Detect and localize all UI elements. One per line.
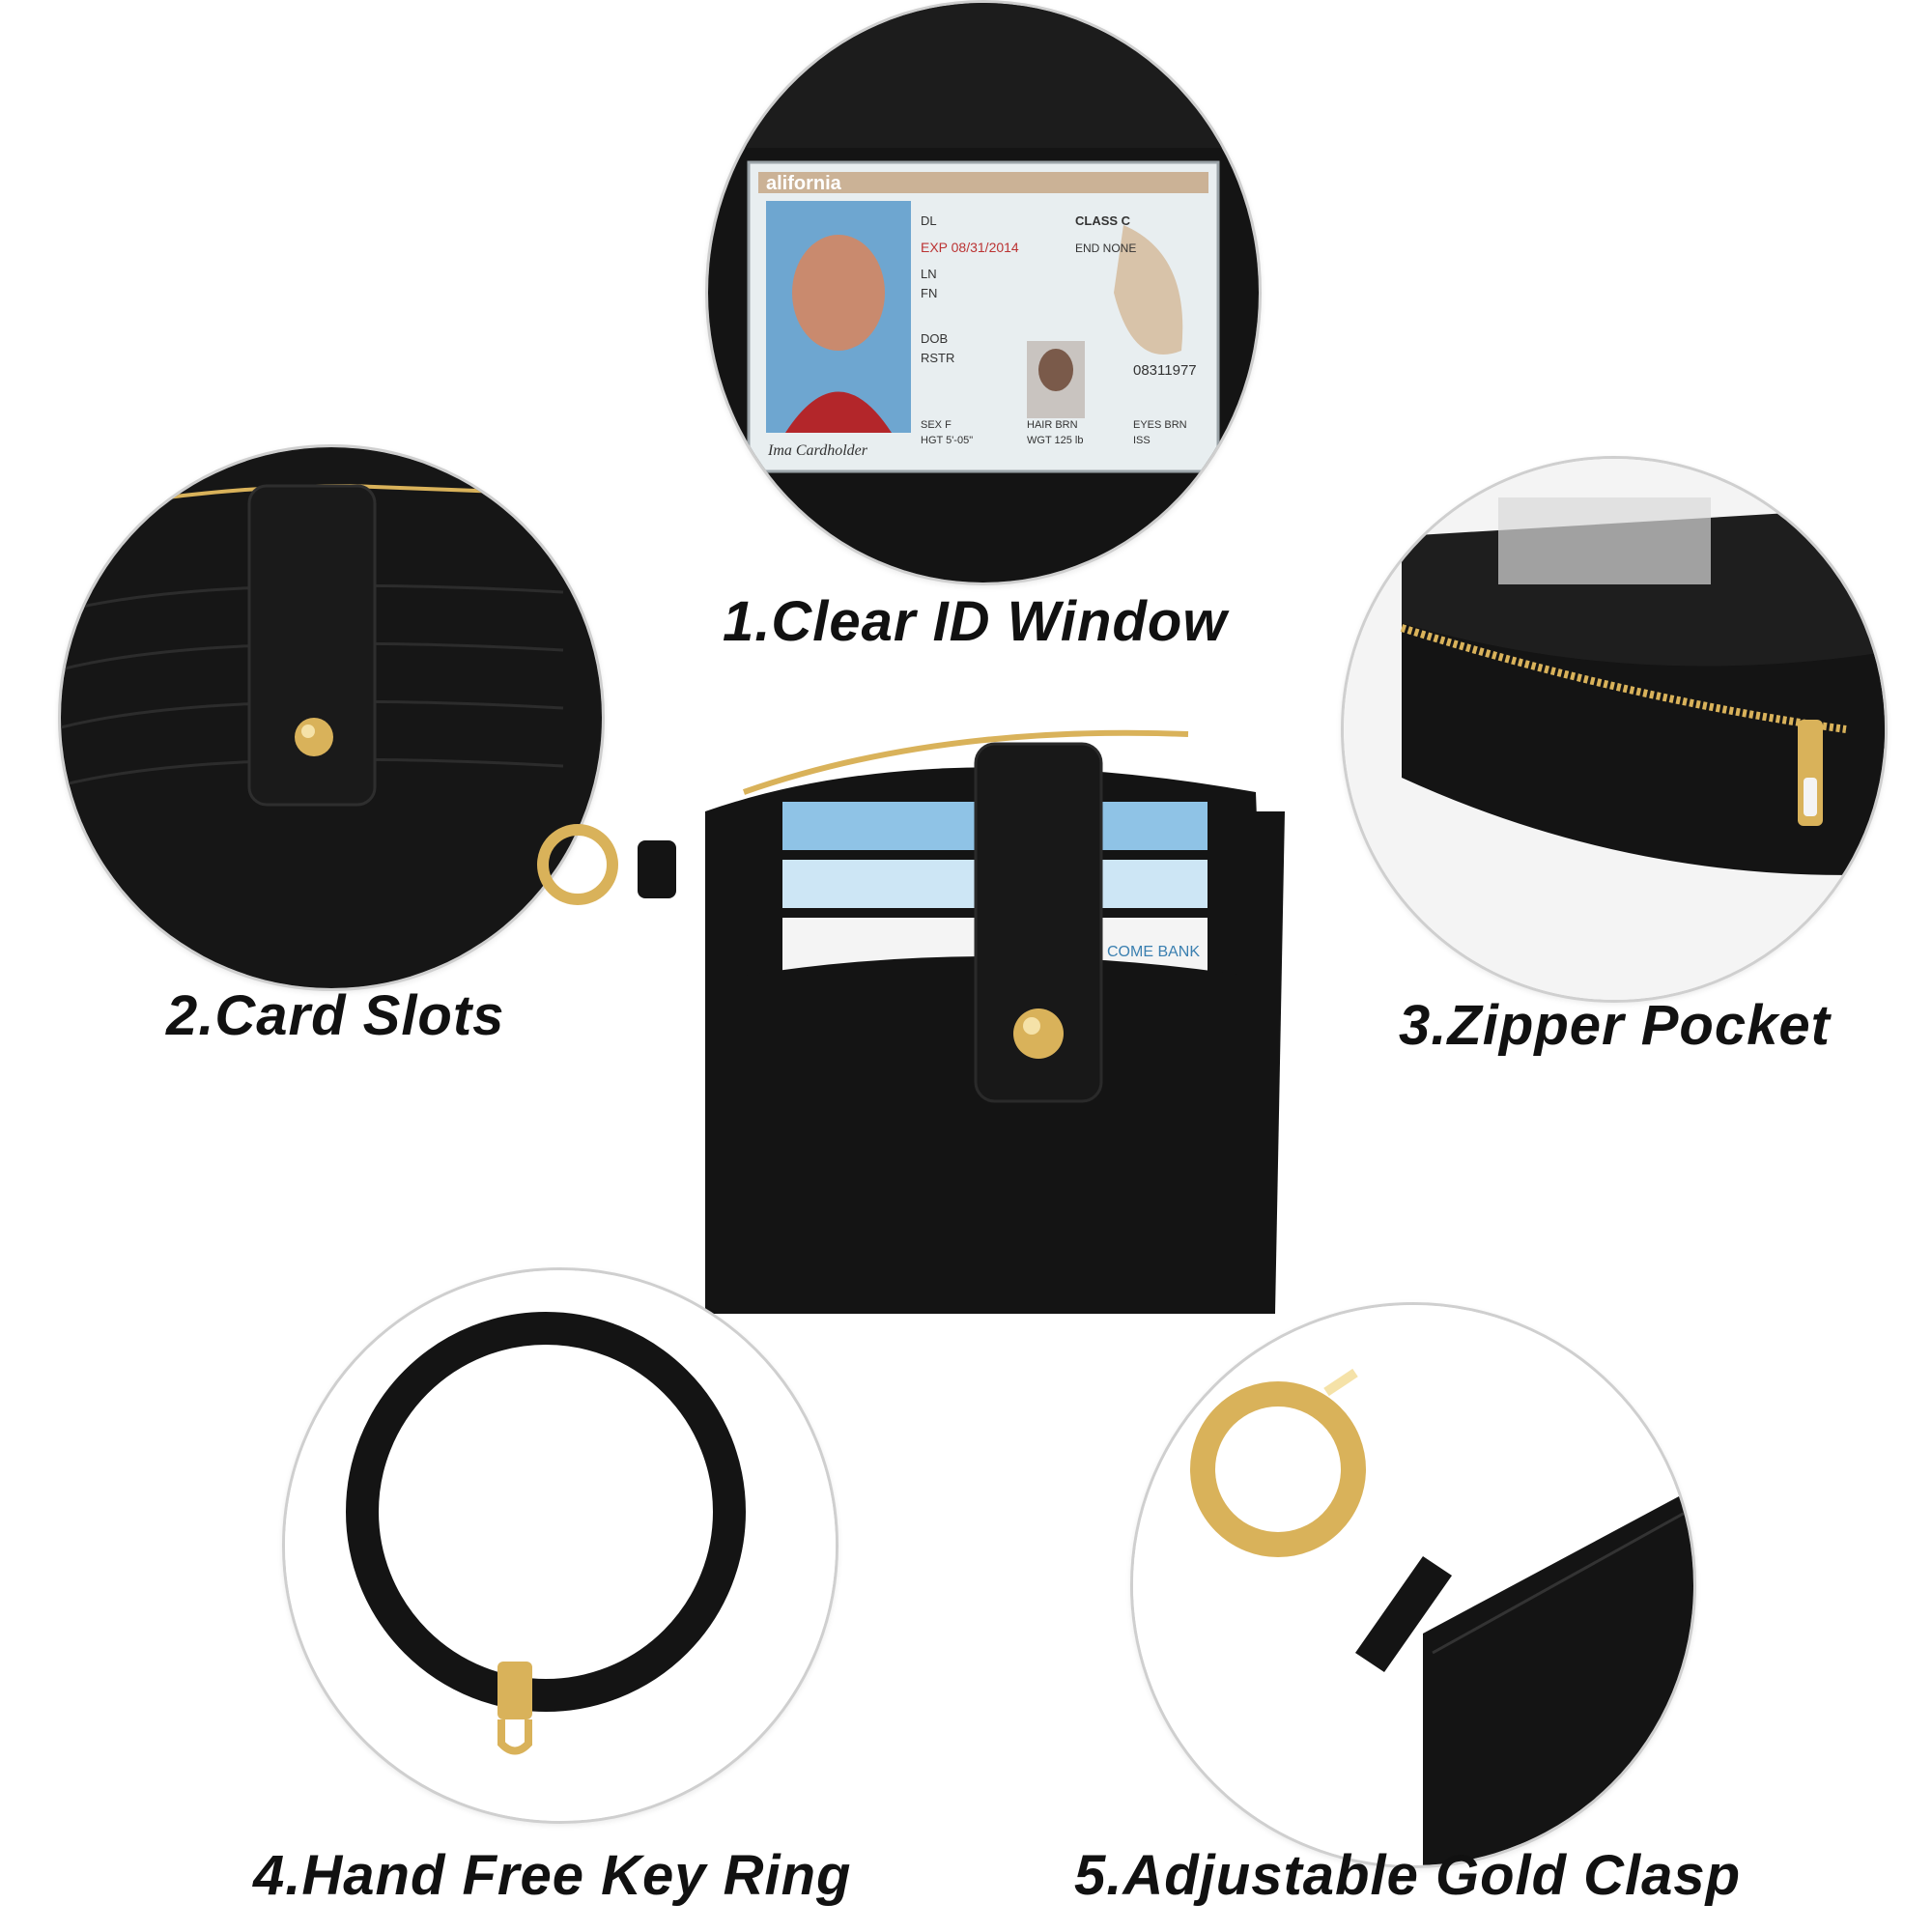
- id-exp-text: EXP 08/31/2014: [921, 240, 1019, 255]
- id-hair-text: HAIR BRN: [1027, 419, 1078, 431]
- id-fn-label: FN: [921, 286, 937, 300]
- card-slots-panel: [58, 444, 605, 991]
- id-rstr-label: RSTR: [921, 351, 954, 365]
- feature-caption-key-ring: 4.Hand Free Key Ring: [253, 1844, 852, 1907]
- zipper-pocket-illustration: [1344, 459, 1885, 1000]
- feature-caption-card-slots: 2.Card Slots: [166, 984, 505, 1047]
- id-sex-text: SEX F: [921, 419, 952, 431]
- wristlet-ring-icon: [346, 1312, 746, 1712]
- id-dob-label: DOB: [921, 331, 948, 346]
- main-snap-button-icon: [1013, 1009, 1064, 1059]
- gold-clasp-icon: [537, 824, 618, 905]
- id-dl-label: DL: [921, 213, 937, 228]
- main-wallet-photo: COME BANK: [522, 696, 1372, 1314]
- bank-card-text: COME BANK: [1107, 944, 1200, 960]
- id-number-text: 08311977: [1133, 362, 1197, 379]
- spring-gate-ring-icon: [1190, 1381, 1366, 1557]
- gold-clasp-illustration: [1133, 1305, 1693, 1865]
- id-state-text: alifornia: [766, 173, 842, 194]
- id-iss-text: ISS: [1133, 435, 1151, 446]
- id-window-illustration: alifornia DL EXP 08/31/2014 LN FN DOB RS…: [708, 3, 1259, 582]
- snap-button-icon: [295, 718, 333, 756]
- clear-id-window-panel: alifornia DL EXP 08/31/2014 LN FN DOB RS…: [705, 0, 1262, 585]
- id-eyes-text: EYES BRN: [1133, 419, 1187, 431]
- id-signature-text: Ima Cardholder: [767, 442, 868, 459]
- zipper-pocket-panel: [1341, 456, 1888, 1003]
- key-ring-illustration: [285, 1270, 836, 1821]
- card-slots-illustration: [61, 447, 602, 988]
- id-hgt-text: HGT 5'-05": [921, 435, 973, 446]
- feature-caption-gold-clasp: 5.Adjustable Gold Clasp: [1074, 1844, 1742, 1907]
- id-end-text: END NONE: [1075, 242, 1136, 255]
- key-ring-panel: [282, 1267, 838, 1824]
- card-blue-1: [782, 802, 976, 850]
- id-class-text: CLASS C: [1075, 213, 1131, 228]
- id-ln-label: LN: [921, 267, 937, 281]
- main-wallet-illustration: COME BANK: [537, 729, 1285, 1314]
- gold-clasp-panel: [1130, 1302, 1696, 1868]
- feature-caption-clear-id-window: 1.Clear ID Window: [723, 590, 1228, 653]
- id-wgt-text: WGT 125 lb: [1027, 435, 1084, 446]
- feature-caption-zipper-pocket: 3.Zipper Pocket: [1399, 994, 1831, 1057]
